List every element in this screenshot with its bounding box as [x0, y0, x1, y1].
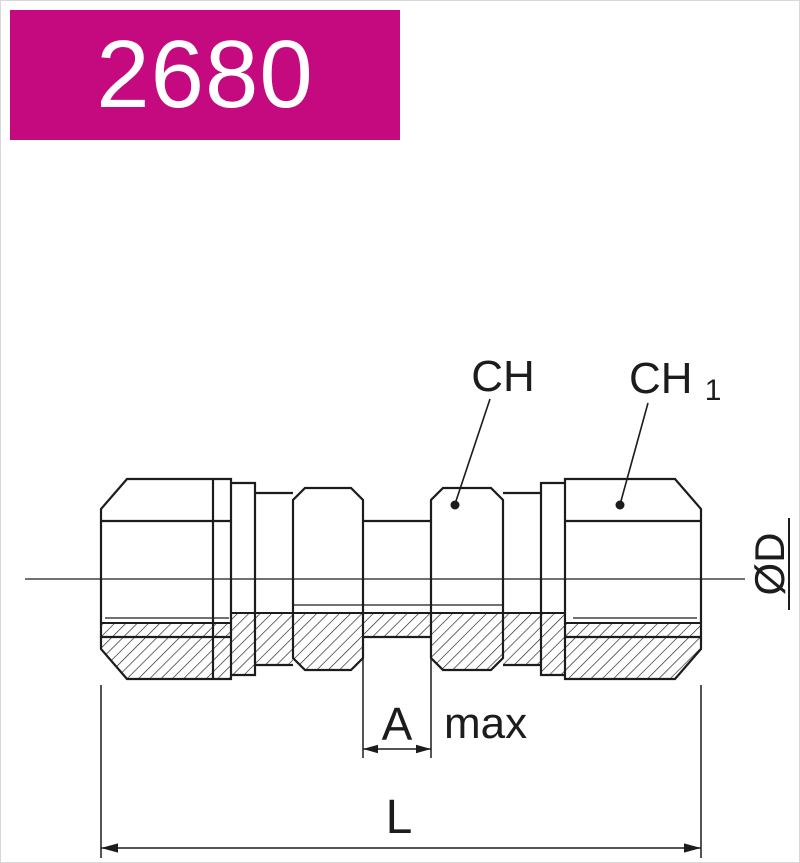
label-ch1-subscript: 1	[705, 374, 722, 407]
callout-ch1: CH 1	[615, 354, 721, 510]
outline-segment	[429, 486, 505, 579]
hatch-region	[293, 613, 363, 670]
hatch-region	[431, 613, 503, 670]
outline-segment	[231, 579, 257, 677]
outline-segment	[291, 486, 365, 579]
callout-ch: CH	[450, 352, 535, 510]
outline-segment	[539, 481, 565, 579]
dimension-a: A max	[362, 643, 527, 758]
part-number: 2680	[96, 21, 314, 128]
hatch-region	[565, 623, 701, 679]
outline-segment	[231, 481, 257, 579]
outline-segment	[539, 579, 565, 677]
hatch-region	[503, 613, 541, 665]
dim-a-label: A	[382, 698, 413, 750]
callout-diameter: ØD	[746, 518, 793, 610]
hatch-region	[231, 613, 255, 675]
hatch-region	[255, 613, 293, 665]
part-number-badge: 2680	[10, 10, 400, 140]
leader-dot-ch	[450, 500, 460, 510]
outline-segment	[291, 579, 365, 672]
leader-dot-ch1	[615, 500, 625, 510]
arrowhead	[416, 744, 431, 754]
arrowhead	[363, 744, 378, 754]
fitting-bottom-outline	[99, 579, 703, 681]
outline-segment	[99, 477, 233, 579]
leader-line-ch	[455, 398, 491, 502]
dim-a-suffix-label: max	[444, 699, 527, 748]
fitting-top-outline	[99, 477, 703, 579]
arrowhead	[684, 843, 701, 853]
arrowhead	[101, 843, 118, 853]
leader-line-ch1	[620, 402, 649, 502]
outline-segment	[563, 579, 703, 681]
outline-segment	[99, 579, 233, 681]
hatch-region	[363, 613, 431, 637]
dimension-l: L	[100, 685, 702, 858]
label-ch1: CH 1	[629, 354, 721, 407]
outline-segment	[563, 477, 703, 579]
hatch-region	[541, 613, 565, 675]
fitting-section-hatching	[101, 613, 701, 679]
dim-l-label: L	[386, 791, 413, 844]
label-ch: CH	[471, 352, 535, 401]
bore-lines	[101, 604, 701, 624]
label-diameter: ØD	[746, 533, 793, 596]
label-ch1-base: CH	[629, 354, 693, 403]
